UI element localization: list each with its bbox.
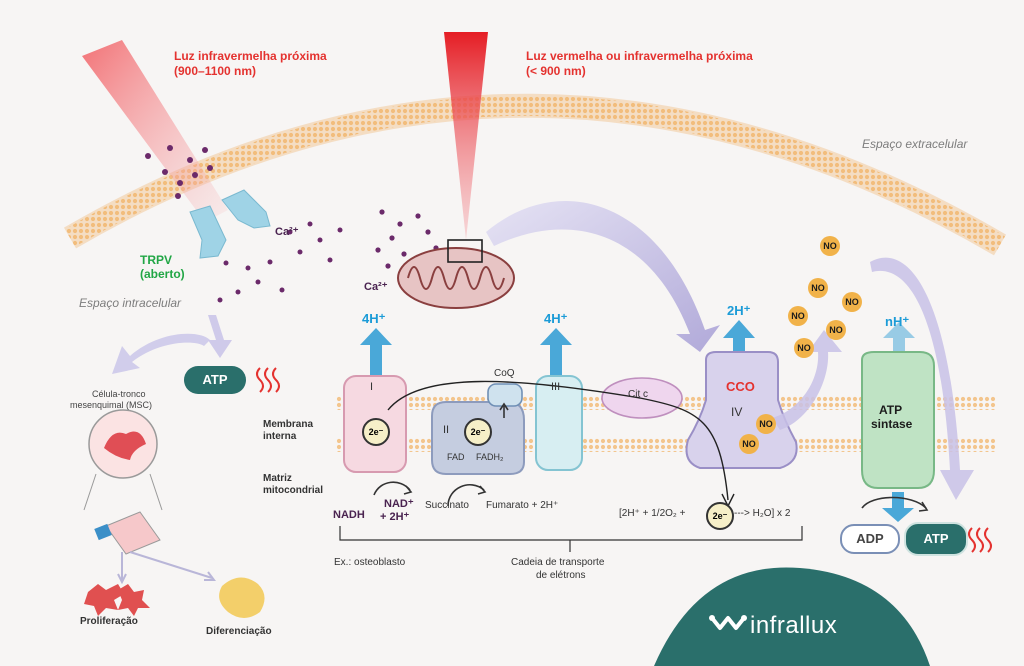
adp-pill: ADP xyxy=(840,524,900,554)
water-reaction-right: ---> H₂O] x 2 xyxy=(734,508,791,519)
red-light-beam xyxy=(444,32,488,240)
trpv-calcium-label: Ca²⁺ xyxy=(275,226,299,238)
msc-cell xyxy=(83,409,163,511)
brand-name: infrallux xyxy=(750,612,838,639)
brand-logo xyxy=(706,608,768,643)
matrix-label-1: Matriz xyxy=(263,473,292,484)
mitochondrion xyxy=(397,239,515,309)
trpv-state: (aberto) xyxy=(140,267,185,281)
proton-cco: 2H⁺ xyxy=(727,303,751,318)
no-molecule: NO xyxy=(842,292,862,312)
electron-badge-water: 2e⁻ xyxy=(706,502,734,530)
atp-to-msc-arrow xyxy=(112,333,210,374)
nad-label-2: + 2H⁺ xyxy=(380,511,410,523)
nir-range: (900–1100 nm) xyxy=(174,64,257,78)
proliferation-cells xyxy=(84,584,150,616)
fad-label: FAD xyxy=(447,452,465,462)
coq xyxy=(487,383,523,407)
heat-icon-msc xyxy=(256,367,280,393)
proton-complex1: 4H⁺ xyxy=(362,311,386,326)
red-light-title: Luz vermelha ou infravermelha próxima xyxy=(526,49,753,63)
cco-label: CCO xyxy=(726,379,755,394)
proton-synthase: nH⁺ xyxy=(885,314,910,329)
coq-label: CoQ xyxy=(494,368,515,379)
msc-title-1: Célula-tronco xyxy=(92,389,146,399)
mito-to-atp-arrow xyxy=(208,315,232,358)
cell-membrane xyxy=(63,93,1007,256)
brand-logo-icon xyxy=(709,615,747,630)
no-molecule: NO xyxy=(788,306,808,326)
chain-label-1: Cadeia de transporte xyxy=(511,557,605,568)
matrix-arrows xyxy=(373,402,929,512)
nir-title: Luz infravermelha próxima xyxy=(174,49,327,63)
fadh2-label: FADH₂ xyxy=(476,452,504,462)
no-molecule: NO xyxy=(794,338,814,358)
electron-badge-complex1: 2e⁻ xyxy=(362,418,390,446)
membrane-label-2: interna xyxy=(263,431,297,442)
matrix-label-2: mitocondrial xyxy=(263,485,324,496)
example-label: Ex.: osteoblasto xyxy=(334,557,406,568)
water-reaction-left: [2H⁺ + 1/2O₂ + xyxy=(619,508,686,519)
atp-pill-synthase: ATP xyxy=(904,522,968,556)
zoom-arrow xyxy=(486,200,720,352)
nadh-label: NADH xyxy=(333,509,365,521)
no-molecule-cco: NO xyxy=(739,434,759,454)
proliferation-label: Proliferação xyxy=(80,616,138,627)
complex-iv-label: IV xyxy=(731,405,743,419)
heat-icon-synthase xyxy=(968,527,992,553)
chain-label-2: de elétrons xyxy=(536,570,586,581)
branch-arrows xyxy=(117,551,216,585)
cit-c-label: Cit c xyxy=(628,389,648,400)
complex-i-label: I xyxy=(370,381,374,393)
complex-iii xyxy=(535,375,583,471)
fumarato-label: Fumarato + 2H⁺ xyxy=(486,500,559,511)
succinato-label: Succinato xyxy=(425,500,469,511)
culture-flask xyxy=(94,511,161,555)
nir-light-beam xyxy=(82,40,228,222)
atp-synthase xyxy=(861,351,935,489)
nad-label-1: NAD⁺ xyxy=(384,498,414,510)
trpv-name: TRPV xyxy=(140,253,173,267)
no-molecule: NO xyxy=(826,320,846,340)
brand-banner xyxy=(654,567,930,666)
chain-bracket xyxy=(339,526,803,552)
outer-return-arrow xyxy=(870,257,974,500)
membrane-label-1: Membrana xyxy=(263,419,314,430)
no-molecule: NO xyxy=(808,278,828,298)
mito-calcium-label: Ca²⁺ xyxy=(364,281,388,293)
no-release-arrow xyxy=(772,330,842,430)
proton-complex3: 4H⁺ xyxy=(544,311,568,326)
extracellular-label: Espaço extracelular xyxy=(862,137,968,151)
no-molecule: NO xyxy=(820,236,840,256)
proton-arrows xyxy=(360,320,915,522)
trpv-channel xyxy=(189,189,271,259)
complex-iii-label: III xyxy=(551,381,561,393)
electron-path xyxy=(387,380,729,501)
atp-pill-msc: ATP xyxy=(184,366,246,394)
atp-synthase-label-2: sintase xyxy=(871,417,913,431)
complex-ii-label: II xyxy=(443,424,450,436)
red-light-range: (< 900 nm) xyxy=(526,64,586,78)
atp-synthase-label-1: ATP xyxy=(879,403,903,417)
intracellular-label: Espaço intracelular xyxy=(79,296,182,310)
differentiation-cell xyxy=(219,577,265,618)
electron-badge-complex2: 2e⁻ xyxy=(464,418,492,446)
msc-title-2: mesenquimal (MSC) xyxy=(70,400,153,410)
differentiation-label: Diferenciação xyxy=(206,626,272,637)
no-molecule-cco: NO xyxy=(756,414,776,434)
